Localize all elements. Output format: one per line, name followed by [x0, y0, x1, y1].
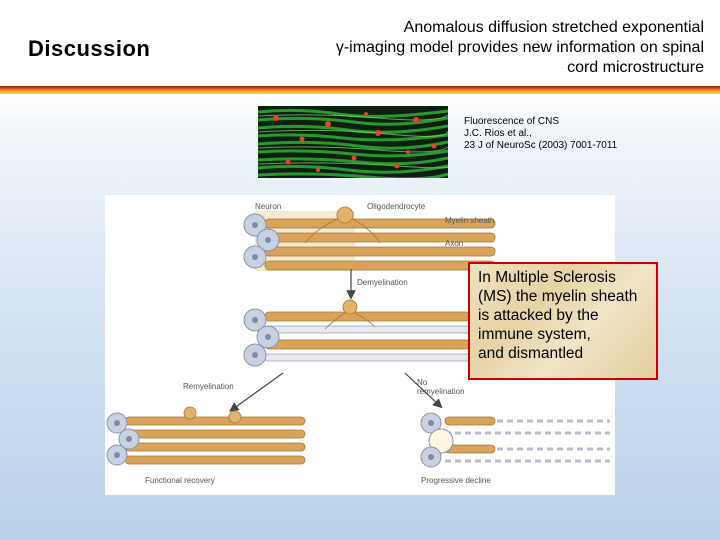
slide-subtitle: Anomalous diffusion stretched exponentia… — [284, 18, 704, 78]
title-divider-rule — [0, 86, 720, 94]
slide-title: Discussion — [28, 36, 151, 61]
fluorescence-micrograph — [258, 106, 448, 178]
ms-callout-box: In Multiple Sclerosis (MS) the myelin sh… — [468, 262, 658, 380]
arrow-remyelination — [229, 372, 284, 412]
healthy-axon-bundle — [243, 206, 496, 271]
caption-line: 23 J of NeuroSc (2003) 7001-7011 — [464, 140, 618, 151]
label-axon: Axon — [445, 239, 463, 248]
caption-line: J.C. Rios et al., — [464, 128, 532, 139]
label-myelin-sheath: Myelin sheath — [445, 216, 494, 225]
label-remyelination: Remyelination — [183, 382, 234, 391]
arrow-no-remyelination — [404, 372, 443, 409]
fluorescence-image — [258, 106, 448, 178]
remyelinated-axon-bundle — [106, 406, 306, 466]
callout-line: (MS) the myelin sheath — [478, 288, 638, 305]
demyelinated-axon-bundle — [243, 299, 471, 367]
label-oligodendrocyte: Oligodendrocyte — [367, 202, 426, 211]
subtitle-line: cord microstructure — [567, 59, 704, 76]
fluorescence-caption: Fluorescence of CNS J.C. Rios et al., 23… — [464, 116, 617, 152]
callout-line: immune system, — [478, 326, 591, 343]
label-neuron: Neuron — [255, 202, 281, 211]
label-demyelination: Demyelination — [357, 278, 408, 287]
callout-line: is attacked by the — [478, 307, 599, 324]
subtitle-line: Anomalous diffusion stretched exponentia… — [403, 19, 704, 36]
callout-line: and dismantled — [478, 345, 584, 362]
callout-line: In Multiple Sclerosis — [478, 269, 616, 286]
label-functional-recovery: Functional recovery — [145, 476, 215, 485]
caption-line: Fluorescence of CNS — [464, 116, 560, 127]
degenerating-axon-bundle — [420, 412, 610, 468]
subtitle-line: γ-imaging model provides new information… — [335, 39, 704, 56]
label-progressive-decline: Progressive decline — [421, 476, 491, 485]
myelination-diagram-figure: Neuron Oligodendrocyte Myelin sheath Axo… — [106, 202, 610, 485]
